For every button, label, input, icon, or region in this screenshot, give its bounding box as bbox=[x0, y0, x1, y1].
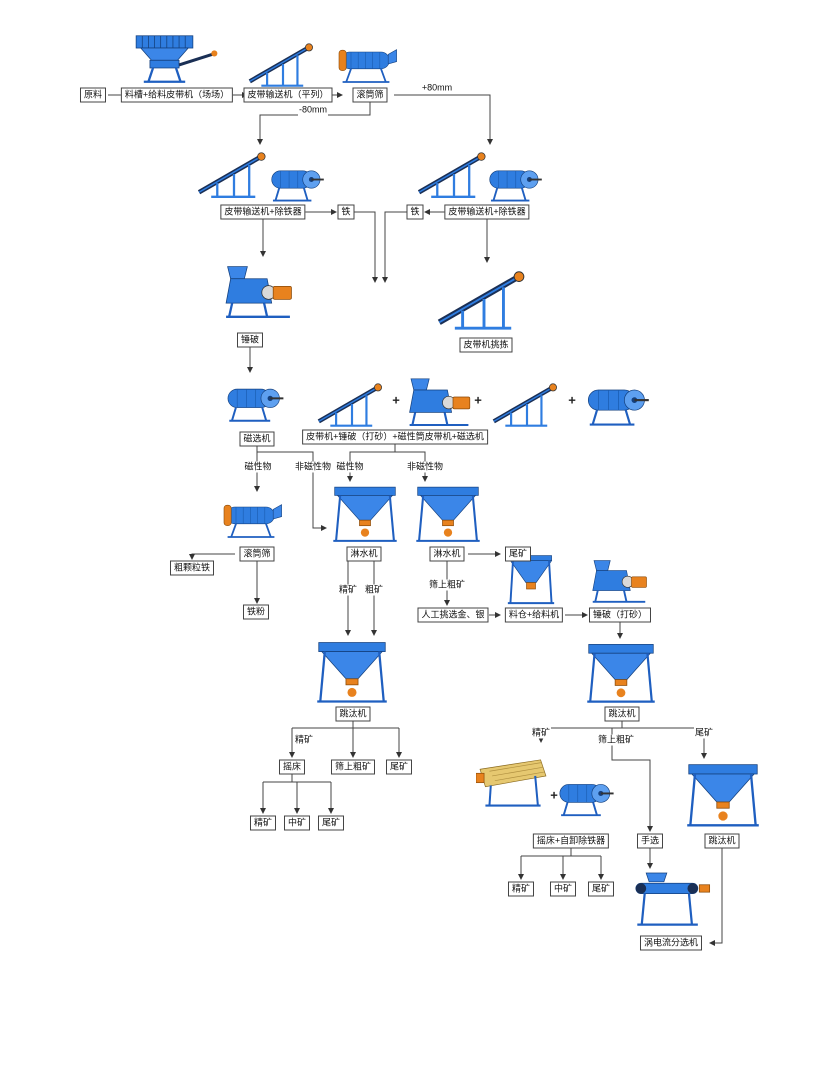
label-concentrate-2: 精矿 bbox=[507, 881, 535, 897]
text-nonmagnetic-1: 非磁性物 bbox=[293, 461, 333, 473]
label-magnetic-separator: 磁选机 bbox=[239, 431, 275, 447]
text-nonmagnetic-2: 非磁性物 bbox=[405, 461, 445, 473]
label-belt-conveyor-flat: 皮带输送机（平列） bbox=[243, 87, 333, 103]
plus-sign: + bbox=[550, 787, 558, 803]
text-concentrate-mid: 精矿 bbox=[337, 584, 359, 596]
label-concentrate-1: 精矿 bbox=[249, 815, 277, 831]
label-iron-left: 铁 bbox=[337, 204, 355, 220]
plus-sign: + bbox=[568, 392, 576, 408]
text-plus-80mm: +80mm bbox=[420, 82, 454, 94]
label-tailings-2: 尾矿 bbox=[385, 759, 413, 775]
label-raw-material: 原料 bbox=[79, 87, 107, 103]
label-tailings-3: 尾矿 bbox=[317, 815, 345, 831]
label-feeder-belt: 料槽+给料皮带机（场场） bbox=[120, 87, 234, 103]
label-belt-iron-remover-left: 皮带输送机+除铁器 bbox=[220, 204, 306, 220]
label-coarse-iron: 粗颗粒铁 bbox=[169, 560, 215, 576]
label-belt-picking: 皮带机挑拣 bbox=[459, 337, 513, 353]
label-water-spray-2: 淋水机 bbox=[429, 546, 465, 562]
text-minus-80mm: -80mm bbox=[297, 104, 329, 116]
text-magnetic-2: 磁性物 bbox=[335, 461, 365, 473]
label-iron-right: 铁 bbox=[406, 204, 424, 220]
text-concentrate-right: 精矿 bbox=[530, 727, 552, 739]
label-iron-powder: 铁粉 bbox=[242, 604, 270, 620]
label-tailings-4: 尾矿 bbox=[587, 881, 615, 897]
label-trommel-screen-2: 滚筒筛 bbox=[239, 546, 275, 562]
label-eddy-current-separator: 涡电流分选机 bbox=[639, 935, 703, 951]
label-jig-right: 跳汰机 bbox=[604, 706, 640, 722]
label-tailings-1: 尾矿 bbox=[504, 546, 532, 562]
text-magnetic-1: 磁性物 bbox=[243, 461, 273, 473]
label-middlings-2: 中矿 bbox=[549, 881, 577, 897]
label-bin-feeder: 料仓+给料机 bbox=[504, 607, 564, 623]
text-oversize-coarse-right: 筛上粗矿 bbox=[596, 734, 636, 746]
label-combo-line: 皮带机+锤破（打砂）+磁性筒皮带机+磁选机 bbox=[302, 429, 488, 445]
label-hammer-crusher: 锤破 bbox=[236, 332, 264, 348]
label-belt-iron-remover-right: 皮带输送机+除铁器 bbox=[444, 204, 530, 220]
label-crusher-sanding: 锤破（打砂） bbox=[588, 607, 652, 623]
label-hand-sorting: 手选 bbox=[636, 833, 664, 849]
plus-sign: + bbox=[474, 392, 482, 408]
label-middlings-1: 中矿 bbox=[283, 815, 311, 831]
text-concentrate-left: 精矿 bbox=[293, 734, 315, 746]
label-manual-sorting-gold: 人工挑选金、银 bbox=[417, 607, 489, 623]
label-water-spray-1: 淋水机 bbox=[346, 546, 382, 562]
text-coarse-mid: 粗矿 bbox=[363, 584, 385, 596]
label-trommel-screen-1: 滚筒筛 bbox=[352, 87, 388, 103]
label-oversize-coarse-1: 筛上粗矿 bbox=[330, 759, 376, 775]
plus-sign: + bbox=[392, 392, 400, 408]
label-table-iron-remover: 摇床+自卸除铁器 bbox=[532, 833, 610, 849]
label-jig-retreat: 跳汰机 bbox=[704, 833, 740, 849]
text-oversize-coarse-mid: 筛上粗矿 bbox=[427, 579, 467, 591]
label-shaking-table: 摇床 bbox=[278, 759, 306, 775]
text-tailings-right: 尾矿 bbox=[693, 727, 715, 739]
label-jig-left: 跳汰机 bbox=[335, 706, 371, 722]
